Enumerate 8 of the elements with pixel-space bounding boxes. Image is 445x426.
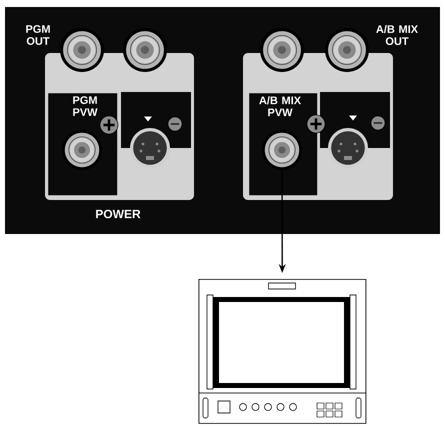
panel-label: POWER [96, 210, 140, 218]
connector-label: A/B MIX OUT [376, 24, 418, 46]
bnc-connector [260, 28, 304, 72]
connector-label: PGM OUT [26, 25, 50, 45]
bnc-connector [123, 28, 167, 72]
bnc-connector [262, 130, 302, 170]
bnc-connector [62, 130, 102, 170]
monitor-drawing [198, 279, 366, 424]
